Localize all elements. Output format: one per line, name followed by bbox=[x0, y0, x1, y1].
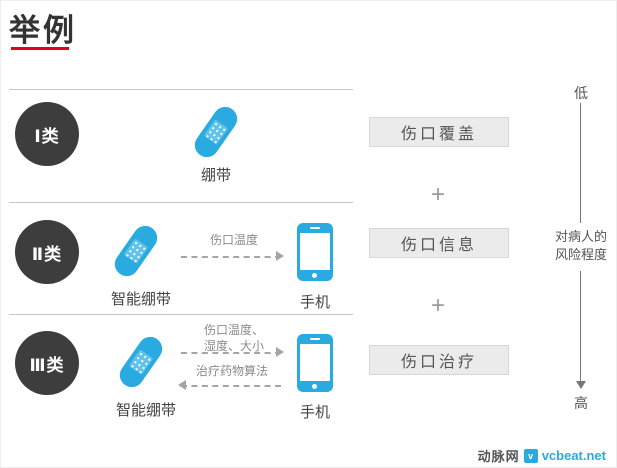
risk-axis-low-label: 低 bbox=[574, 85, 588, 101]
risk-axis-line bbox=[580, 271, 581, 381]
dashed-arrow-right bbox=[181, 347, 284, 357]
result-label: 伤口治疗 bbox=[400, 354, 477, 371]
row-divider bbox=[9, 202, 353, 203]
risk-axis-high-label: 高 bbox=[574, 395, 588, 411]
device-label-smart-bandage: 智能绷带 bbox=[110, 291, 171, 308]
smart-bandage-icon bbox=[110, 221, 162, 281]
dashed-arrow-left bbox=[178, 380, 281, 390]
result-box-wound-treatment: 伤口治疗 bbox=[369, 345, 509, 375]
row-divider bbox=[9, 89, 353, 90]
phone-screen bbox=[300, 344, 330, 381]
return-flow-label: 治疗药物算法 bbox=[195, 364, 268, 378]
class-2-label: Ⅱ类 bbox=[31, 244, 63, 264]
plus-sign: + bbox=[430, 181, 445, 208]
result-label: 伤口覆盖 bbox=[400, 126, 477, 143]
phone-label: 手机 bbox=[299, 294, 330, 311]
phone-icon bbox=[297, 223, 333, 281]
bandage-pad bbox=[128, 349, 154, 375]
vcbeat-logo-icon: v bbox=[523, 448, 538, 463]
phone-icon bbox=[297, 334, 333, 392]
class-3-label: Ⅲ类 bbox=[29, 355, 65, 375]
dashed-arrow-right bbox=[181, 251, 284, 261]
device-label-bandage: 绷带 bbox=[200, 167, 231, 184]
risk-axis-caption-line1: 对病人的 bbox=[554, 229, 607, 244]
title-underline bbox=[11, 47, 69, 50]
device-label-smart-bandage: 智能绷带 bbox=[115, 402, 176, 419]
bandage-icon bbox=[190, 102, 242, 162]
bandage-pad bbox=[203, 119, 229, 145]
bandage-pad bbox=[123, 238, 149, 264]
class-1-label: Ⅰ类 bbox=[34, 126, 60, 146]
plus-sign: + bbox=[430, 292, 445, 319]
risk-axis-caption-line2: 风险程度 bbox=[554, 247, 607, 262]
row-divider bbox=[9, 314, 353, 315]
data-flow-label: 伤口温度 bbox=[209, 233, 258, 247]
class-1-badge: Ⅰ类 bbox=[15, 102, 79, 166]
smart-bandage-icon bbox=[115, 332, 167, 392]
data-flow-label-line2: 湿度、大小 bbox=[203, 339, 264, 353]
phone-screen bbox=[300, 233, 330, 270]
risk-axis-arrowhead bbox=[576, 381, 586, 389]
page-title: 举例 bbox=[9, 13, 77, 48]
class-2-badge: Ⅱ类 bbox=[15, 220, 79, 284]
class-3-badge: Ⅲ类 bbox=[15, 331, 79, 395]
footer-brand: 动脉网 v vcbeat.net bbox=[478, 446, 606, 465]
brand-site: vcbeat.net bbox=[541, 448, 606, 463]
result-box-wound-coverage: 伤口覆盖 bbox=[369, 117, 509, 147]
result-box-wound-info: 伤口信息 bbox=[369, 228, 509, 258]
data-flow-label-line1: 伤口温度、 bbox=[203, 323, 264, 337]
phone-label: 手机 bbox=[299, 404, 330, 421]
brand-name: 动脉网 bbox=[477, 449, 520, 464]
risk-axis-line bbox=[580, 103, 581, 223]
result-label: 伤口信息 bbox=[400, 237, 477, 254]
